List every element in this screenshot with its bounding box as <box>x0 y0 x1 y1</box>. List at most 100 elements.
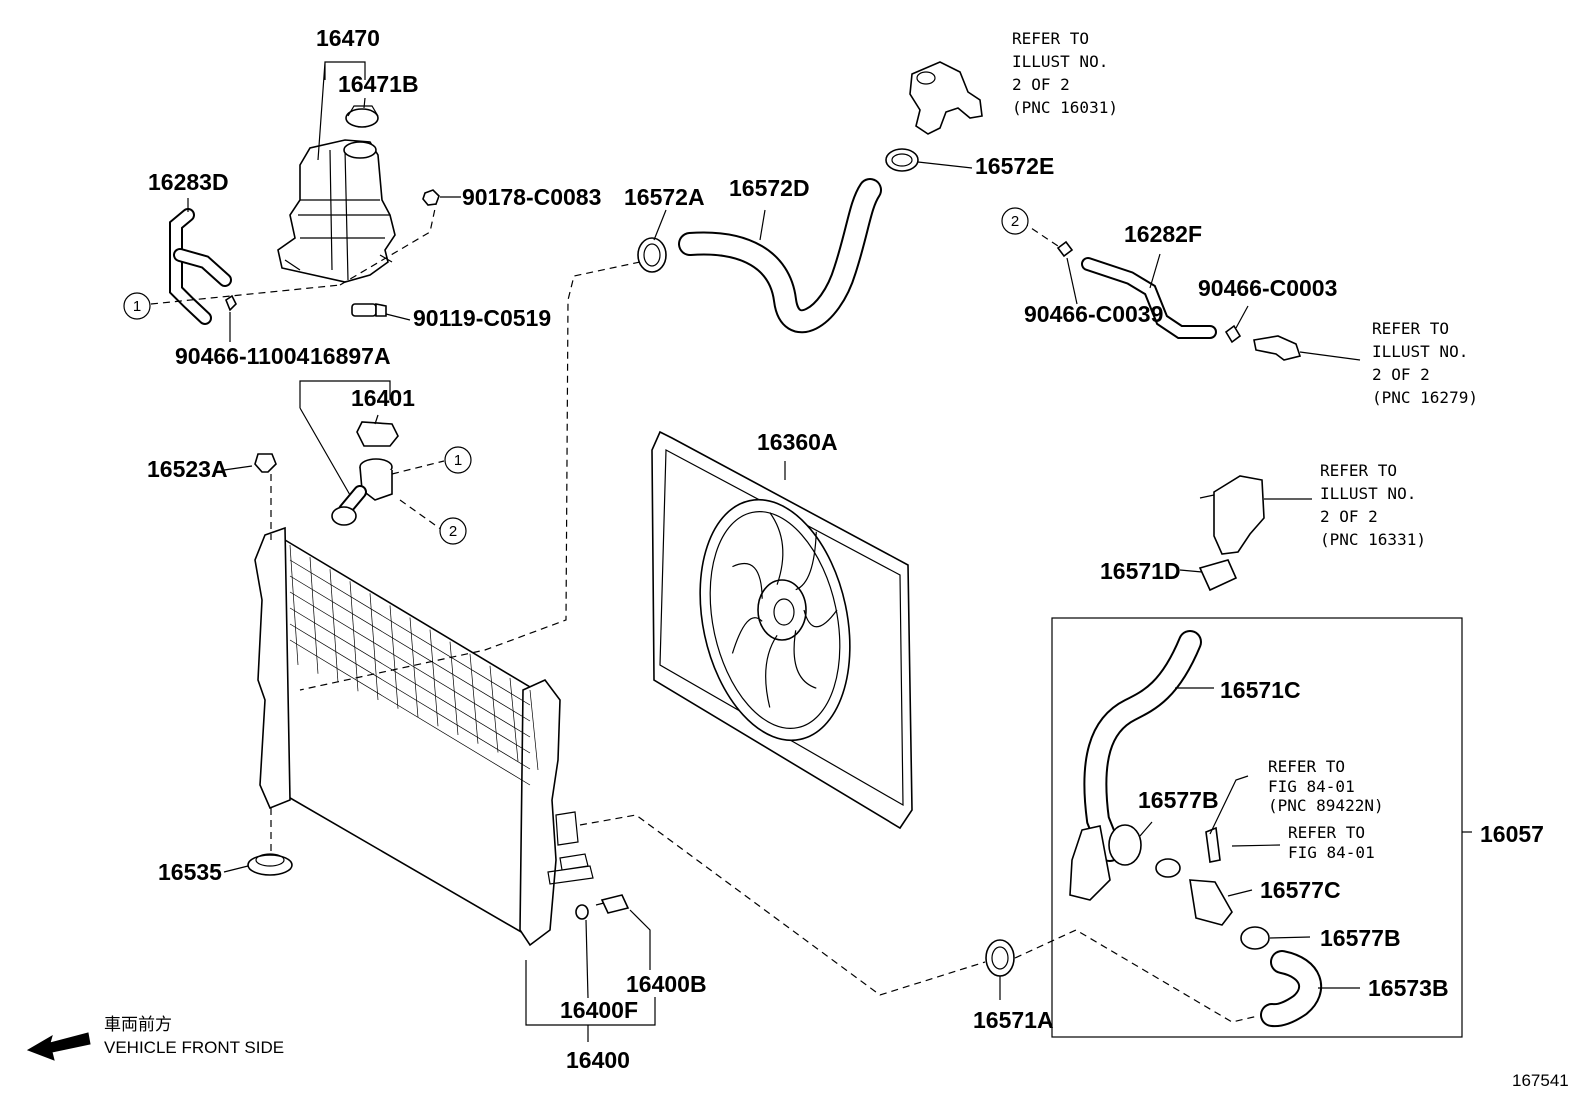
radiator-cap <box>356 421 399 447</box>
core-fin <box>529 689 539 771</box>
label-16571c: 16571C <box>1220 677 1301 703</box>
label-16470: 16470 <box>316 25 380 51</box>
cushion-16535 <box>247 853 293 876</box>
clamp-16572e <box>885 148 919 172</box>
label-90466-c0039: 90466-C0039 <box>1024 301 1163 327</box>
core-fin <box>489 665 499 753</box>
svg-text:(PNC 89422N): (PNC 89422N) <box>1268 796 1384 815</box>
svg-text:(PNC 16031): (PNC 16031) <box>1012 98 1118 117</box>
core-fin <box>329 569 339 683</box>
core-fin <box>469 653 479 744</box>
fan-blade <box>803 609 838 628</box>
bolt-90119 <box>351 303 387 317</box>
o-ring <box>575 904 589 920</box>
leader-lines <box>150 61 1472 1042</box>
fan-blade <box>732 562 763 599</box>
label-90466-c0003: 90466-C0003 <box>1198 275 1337 301</box>
fan-blade <box>769 512 784 585</box>
svg-text:REFER TO: REFER TO <box>1320 461 1397 480</box>
label-16577b-upper: 16577B <box>1138 787 1219 813</box>
figure-id: 167541 <box>1512 1071 1569 1090</box>
svg-text:FIG 84-01: FIG 84-01 <box>1288 843 1375 862</box>
filler-neck <box>331 458 393 526</box>
fan-blade <box>795 531 817 591</box>
core-fin <box>289 639 531 786</box>
svg-text:1: 1 <box>133 298 141 315</box>
vehicle-front-en: VEHICLE FRONT SIDE <box>104 1038 284 1057</box>
nut-90178 <box>422 189 440 206</box>
svg-text:(PNC 16331): (PNC 16331) <box>1320 530 1426 549</box>
label-16401: 16401 <box>351 385 415 411</box>
label-90466-11004: 90466-11004 <box>175 343 310 369</box>
svg-text:ILLUST NO.: ILLUST NO. <box>1372 342 1468 361</box>
drain-plug <box>595 894 630 914</box>
label-16573b: 16573B <box>1368 975 1449 1001</box>
svg-text:ILLUST NO.: ILLUST NO. <box>1320 484 1416 503</box>
label-16400b: 16400B <box>626 971 707 997</box>
core-fin <box>289 544 299 666</box>
hose-16282f <box>1081 257 1217 339</box>
note-pnc16331: REFER TO ILLUST NO. 2 OF 2 (PNC 16331) <box>1320 461 1426 549</box>
pipe-pnc16279 <box>1253 335 1302 361</box>
note-pnc16279: REFER TO ILLUST NO. 2 OF 2 (PNC 16279) <box>1372 319 1478 407</box>
ref-circle-1-neck: 1 <box>444 446 472 474</box>
core-fin <box>309 557 319 674</box>
clamp-16571a <box>985 939 1015 977</box>
core-fin <box>289 607 531 754</box>
note-pnc16031: REFER TO ILLUST NO. 2 OF 2 (PNC 16031) <box>1012 29 1118 117</box>
note-fig84: REFER TO FIG 84-01 <box>1288 823 1375 862</box>
svg-text:REFER TO: REFER TO <box>1012 29 1089 48</box>
water-outlet <box>909 61 983 135</box>
label-16571a: 16571A <box>973 1007 1054 1033</box>
svg-text:2 OF 2: 2 OF 2 <box>1372 365 1430 384</box>
sensor-16571d <box>1198 559 1238 592</box>
label-90178-c0083: 90178-C0083 <box>462 184 601 210</box>
label-16577c: 16577C <box>1260 877 1341 903</box>
svg-text:2: 2 <box>1011 213 1019 230</box>
reservoir-tank <box>277 139 396 283</box>
label-16577b-lower: 16577B <box>1320 925 1401 951</box>
label-16283d: 16283D <box>148 169 229 195</box>
water-inlet-pnc16331 <box>1199 475 1265 555</box>
fan-shroud <box>651 430 913 830</box>
svg-text:FIG 84-01: FIG 84-01 <box>1268 777 1355 796</box>
svg-text:2: 2 <box>449 523 457 540</box>
ref-circle-2-neck: 2 <box>439 517 467 545</box>
svg-text:(PNC 16279): (PNC 16279) <box>1372 388 1478 407</box>
label-16523a: 16523A <box>147 456 228 482</box>
note-fig84-pnc89422n: REFER TO FIG 84-01 (PNC 89422N) <box>1268 757 1384 815</box>
core-fin <box>289 575 531 722</box>
vehicle-front-arrow <box>26 1032 91 1061</box>
fan-blade <box>793 630 817 689</box>
clip-90466-11004 <box>225 294 237 312</box>
core-fin <box>389 605 399 709</box>
label-16572d: 16572D <box>729 175 810 201</box>
core-fin <box>289 591 531 738</box>
svg-text:REFER TO: REFER TO <box>1288 823 1365 842</box>
svg-text:ILLUST NO.: ILLUST NO. <box>1012 52 1108 71</box>
ref-circle-2-right: 2 <box>1001 207 1029 235</box>
radiator-assembly <box>254 526 594 947</box>
core-fin <box>349 581 359 692</box>
label-16282f: 16282F <box>1124 221 1202 247</box>
clip-90466-c0039 <box>1056 240 1074 258</box>
dashed-paths <box>270 203 1259 1023</box>
label-16400f: 16400F <box>560 997 638 1023</box>
vehicle-front-jp: 車両前方 <box>104 1015 172 1034</box>
label-16572a: 16572A <box>624 184 705 210</box>
core-fin <box>369 593 379 701</box>
reservoir-cap <box>345 105 379 128</box>
fan-blade <box>765 635 778 708</box>
svg-text:2 OF 2: 2 OF 2 <box>1320 507 1378 526</box>
clip-90466-c0003 <box>1224 324 1242 344</box>
label-16897a: 16897A <box>310 343 391 369</box>
label-16572e: 16572E <box>975 153 1054 179</box>
cushion-16523a <box>254 453 277 473</box>
core-fin <box>509 677 519 762</box>
label-16400: 16400 <box>566 1047 630 1073</box>
label-16571d: 16571D <box>1100 558 1181 584</box>
hose-16572d <box>678 178 882 334</box>
label-16057: 16057 <box>1480 821 1544 847</box>
